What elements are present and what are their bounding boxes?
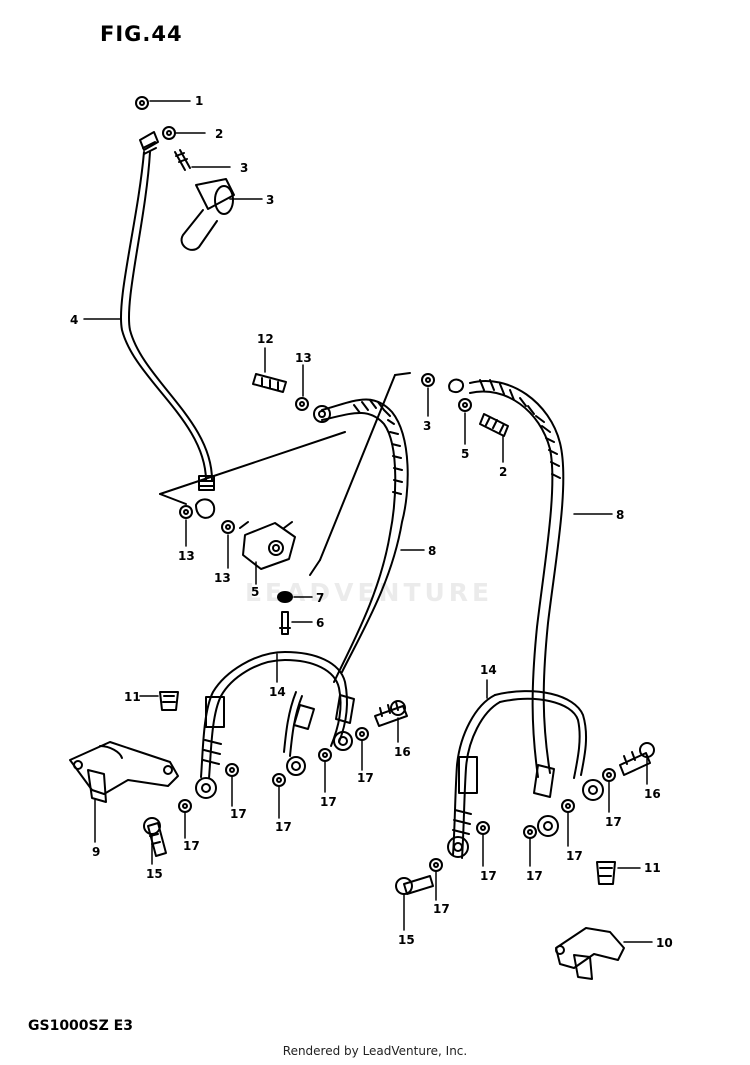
callout-17: 17 [183,839,200,853]
callout-11: 11 [644,861,661,875]
callout-5: 5 [251,585,259,599]
callout-8: 8 [428,544,436,558]
callout-17: 17 [433,902,450,916]
bolt-15-right [403,875,434,895]
bracket-line-b [394,372,411,376]
callout-17: 17 [605,815,622,829]
bolt-16-left [374,701,408,727]
bolt-15-left [147,822,167,857]
callout-11: 11 [124,690,141,704]
brake-hose-8-right [448,378,565,778]
callout-2: 2 [499,465,507,479]
callout-14: 14 [480,663,497,677]
callout-17: 17 [230,807,247,821]
callout-3: 2 [215,127,223,141]
brake-hose-upper [120,131,215,491]
callout-13: 13 [178,549,195,563]
brake-junction-5 [239,521,296,570]
union-bolt-2b [479,413,509,437]
bracket-9 [69,741,179,803]
figure-title: FIG.44 [100,22,183,46]
callout-16: 16 [394,745,411,759]
callout-2: 3 [240,161,248,175]
union-bolt-2a [174,149,191,171]
callout-8: 8 [616,508,624,522]
callout-15: 15 [146,867,163,881]
callout-1: 3 [266,193,274,207]
callout-5: 5 [461,447,469,461]
callout-17: 17 [320,795,337,809]
callout-14: 14 [269,685,286,699]
callout-13: 13 [214,571,231,585]
brake-hose-14-left [195,651,355,799]
bleed-cap-7 [277,591,293,603]
washer-3a [135,96,149,110]
callout-15: 15 [398,933,415,947]
callout-17: 17 [526,869,543,883]
bracket-10 [555,927,625,980]
callout-4: 4 [70,313,78,327]
callout-3: 3 [423,419,431,433]
clip-11-right [596,861,616,885]
callout-17: 17 [566,849,583,863]
brake-switch-1 [180,178,235,251]
callout-17: 17 [357,771,374,785]
clip-11-left [159,691,179,711]
callout-6: 6 [316,616,324,630]
model-code: GS1000SZ E3 [28,1018,133,1034]
callout-9: 9 [92,845,100,859]
washer-3b [162,126,176,140]
footer-credit: Rendered by LeadVenture, Inc. [282,1044,468,1058]
callout-12: 12 [257,332,274,346]
callout-13: 13 [295,351,312,365]
callout-3: 1 [195,94,203,108]
callout-16: 16 [644,787,661,801]
callout-10: 10 [656,936,673,950]
bolt-12 [252,373,287,393]
callout-17: 17 [480,869,497,883]
bleeder-6 [279,611,291,635]
bolt-16-right [619,751,651,776]
brake-hose-8-left [313,398,409,683]
brake-hose-14-right [447,690,604,859]
callout-7: 7 [316,591,324,605]
callout-17: 17 [275,820,292,834]
bracket-line-a [159,431,346,495]
